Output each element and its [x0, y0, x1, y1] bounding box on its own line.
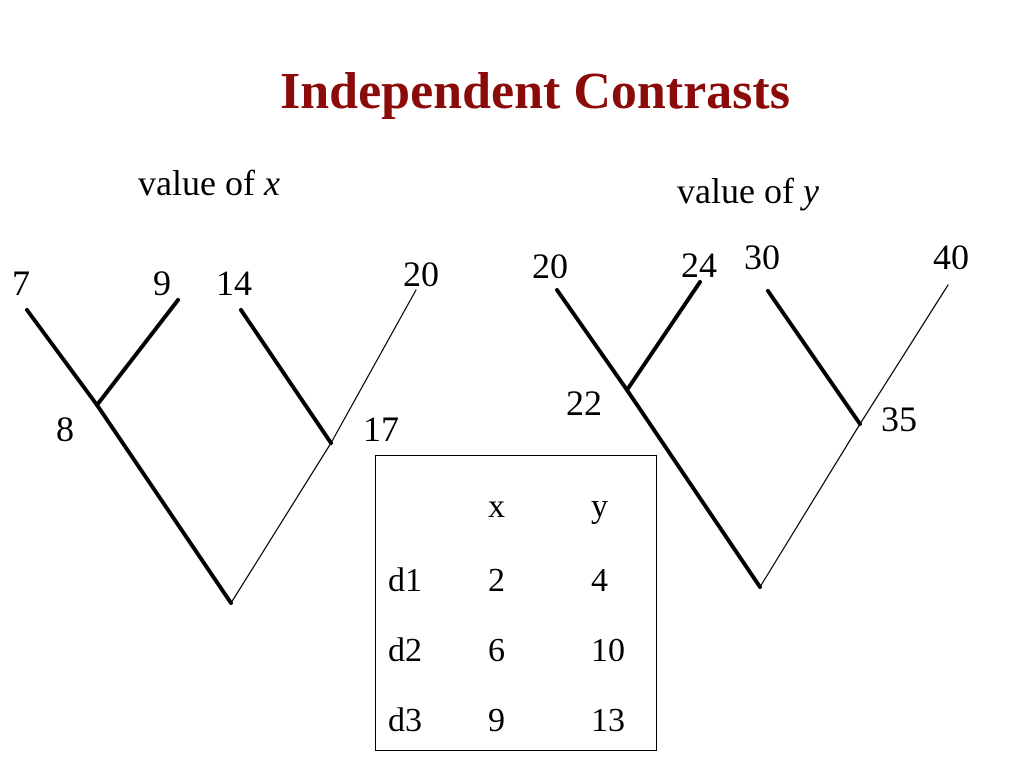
x-node-label: 8 — [56, 409, 74, 449]
x-tip-label: 9 — [153, 263, 171, 303]
y-label-prefix: value of — [677, 171, 803, 211]
contrast-table: x y d1 2 4 d2 6 10 d3 9 13 — [375, 455, 657, 751]
table-cell-x: 6 — [488, 632, 505, 669]
x-label-var: x — [263, 163, 280, 203]
y-label-var: y — [802, 171, 819, 211]
y-branch-22 — [625, 388, 762, 589]
y-panel-label: value of y — [677, 170, 819, 212]
y-tip-label: 40 — [933, 237, 969, 277]
x-tip-label: 7 — [12, 263, 30, 303]
y-tip-label: 30 — [744, 237, 780, 277]
x-tip-label: 20 — [403, 254, 439, 294]
y-branch-30 — [766, 289, 862, 426]
y-node-label: 22 — [566, 383, 602, 423]
x-branch-9 — [95, 298, 180, 407]
table-row-label: d2 — [388, 632, 422, 669]
table-cell-x: 9 — [488, 702, 505, 739]
table-cell-y: 4 — [591, 562, 608, 599]
x-branch-14 — [239, 308, 333, 445]
y-branch-24 — [625, 280, 702, 392]
page-title: Independent Contrasts — [280, 63, 790, 120]
table-header-x: x — [488, 488, 505, 525]
y-node-label: 35 — [881, 399, 917, 439]
x-node-label: 17 — [363, 409, 399, 449]
y-branch-35 — [759, 423, 861, 588]
table-row-label: d1 — [388, 562, 422, 599]
y-branch-40 — [859, 284, 949, 425]
x-branch-7 — [25, 308, 99, 407]
table-cell-y: 10 — [591, 632, 625, 669]
y-tip-label: 20 — [532, 246, 568, 286]
x-tree — [25, 289, 417, 605]
x-branch-8 — [95, 403, 233, 605]
y-branch-20 — [555, 288, 629, 392]
table-row-label: d3 — [388, 702, 422, 739]
x-branch-17 — [230, 442, 332, 604]
table-cell-y: 13 — [591, 702, 625, 739]
x-label-prefix: value of — [138, 163, 264, 203]
table-header-y: y — [591, 488, 608, 525]
table-cell-x: 2 — [488, 562, 505, 599]
x-panel-label: value of x — [138, 162, 280, 204]
y-tip-label: 24 — [681, 245, 717, 285]
x-branch-20 — [330, 289, 417, 444]
x-tip-label: 14 — [216, 263, 252, 303]
y-tree — [555, 280, 949, 589]
